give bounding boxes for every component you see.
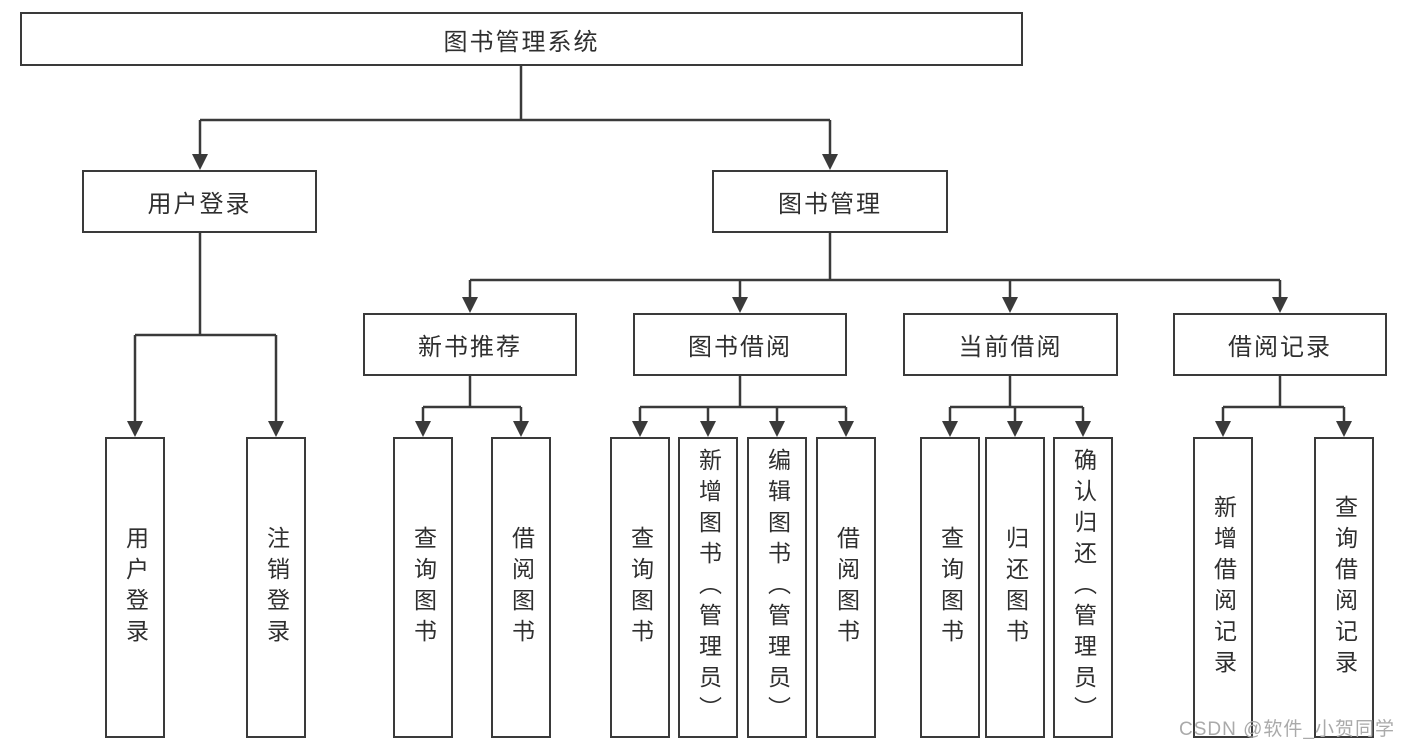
node-label: 当前借阅 [958, 334, 1063, 361]
node-label: 借阅记录 [1228, 334, 1332, 361]
node-current-borrowing: 当前借阅 [903, 313, 1118, 376]
leaf-label: 新增图书（管理员） [695, 448, 722, 727]
leaf-query-books-current: 查询图书 [920, 437, 980, 738]
leaf-label: 借阅图书 [833, 525, 860, 650]
node-book-borrowing: 图书借阅 [633, 313, 847, 376]
leaf-user-login: 用户登录 [105, 437, 165, 738]
leaf-logout: 注销登录 [246, 437, 306, 738]
leaf-label: 确认归还（管理员） [1070, 448, 1097, 727]
leaf-add-borrow-record: 新增借阅记录 [1193, 437, 1253, 738]
connector-userlogin-to-leaves [133, 233, 278, 423]
node-label: 新书推荐 [418, 334, 522, 361]
node-label: 图书管理 [778, 191, 882, 218]
node-library-management-system: 图书管理系统 [20, 12, 1023, 66]
leaf-add-book-admin: 新增图书（管理员） [678, 437, 738, 738]
connector-bookborrow-to-leaves [638, 376, 848, 423]
arrowheads-leaves [127, 421, 1352, 437]
leaf-borrow-books: 借阅图书 [816, 437, 876, 738]
connector-borrowrecord-to-leaves [1221, 376, 1346, 423]
leaf-label: 查询图书 [937, 525, 964, 650]
node-label: 图书管理系统 [443, 28, 600, 56]
leaf-edit-book-admin: 编辑图书（管理员） [747, 437, 807, 738]
leaf-label: 查询图书 [410, 525, 437, 650]
node-new-book-recommendation: 新书推荐 [363, 313, 577, 376]
csdn-watermark: CSDN @软件_小贺同学 [1179, 719, 1395, 740]
node-user-login: 用户登录 [82, 170, 317, 233]
leaf-confirm-return-admin: 确认归还（管理员） [1053, 437, 1113, 738]
leaf-label: 归还图书 [1002, 525, 1029, 650]
connector-root-to-level2 [198, 66, 832, 156]
connector-bookmgmt-to-level3 [468, 233, 1282, 299]
leaf-query-borrow-record: 查询借阅记录 [1314, 437, 1374, 738]
arrowheads-level3 [462, 297, 1288, 313]
node-borrowing-records: 借阅记录 [1173, 313, 1387, 376]
connector-currentborrow-to-leaves [948, 376, 1085, 423]
leaf-label: 新增借阅记录 [1210, 494, 1237, 681]
node-book-management: 图书管理 [712, 170, 948, 233]
leaf-query-books-borrow: 查询图书 [610, 437, 670, 738]
leaf-label: 查询借阅记录 [1331, 494, 1358, 681]
connector-newbook-to-leaves [421, 376, 523, 423]
leaf-label: 用户登录 [122, 525, 149, 650]
leaf-query-books-recommend: 查询图书 [393, 437, 453, 738]
leaf-return-book: 归还图书 [985, 437, 1045, 738]
leaf-label: 查询图书 [627, 525, 654, 650]
node-label: 图书借阅 [688, 334, 792, 361]
leaf-label: 借阅图书 [508, 525, 535, 650]
arrowheads-level2 [192, 154, 838, 170]
leaf-label: 编辑图书（管理员） [764, 448, 791, 727]
node-label: 用户登录 [147, 191, 252, 218]
leaf-borrow-books-recommend: 借阅图书 [491, 437, 551, 738]
leaf-label: 注销登录 [263, 525, 290, 650]
